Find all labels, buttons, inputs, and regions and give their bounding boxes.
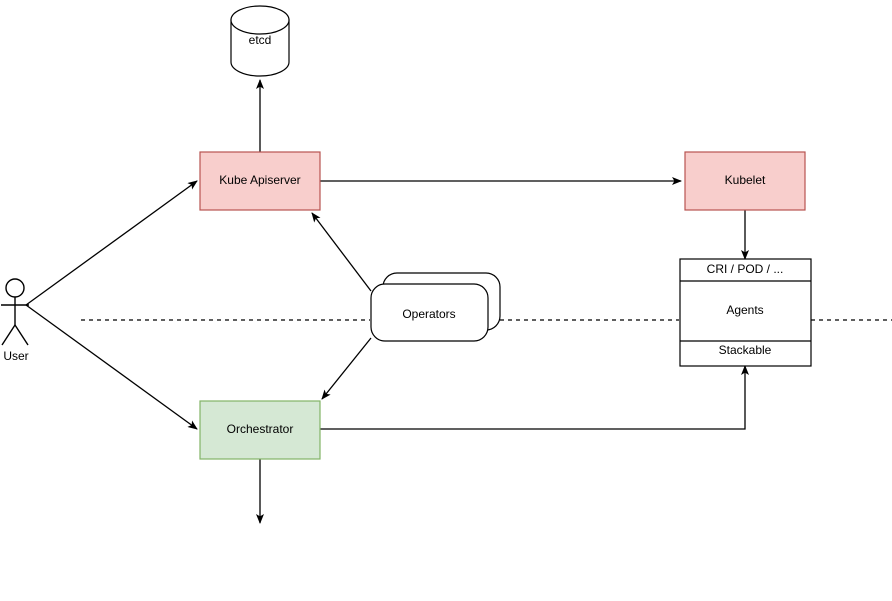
node-agents-cri-label: CRI / POD / ...: [707, 262, 784, 276]
node-agents-stack[interactable]: CRI / POD / ... Agents Stackable: [679, 258, 812, 367]
node-etcd[interactable]: etcd: [230, 5, 290, 77]
edge-operators-to-orchestrator: [321, 337, 372, 400]
node-agents-stackable-label: Stackable: [719, 343, 772, 357]
node-kube-apiserver-label: Kube Apiserver: [219, 173, 300, 187]
node-kubelet[interactable]: Kubelet: [684, 151, 806, 211]
node-operators[interactable]: Operators: [370, 272, 501, 342]
edge-user-to-kube-apiserver: [25, 180, 198, 306]
node-user-label: User: [3, 349, 28, 363]
node-kube-apiserver[interactable]: Kube Apiserver: [199, 151, 321, 211]
node-etcd-label: etcd: [249, 33, 272, 47]
node-kubelet-label: Kubelet: [725, 173, 766, 187]
node-orchestrator[interactable]: Orchestrator: [199, 400, 321, 460]
node-orchestrator-label: Orchestrator: [227, 422, 294, 436]
node-operators-label: Operators: [402, 307, 455, 321]
node-user[interactable]: User: [1, 278, 29, 363]
edge-orchestrator-to-stackable: [320, 365, 749, 430]
node-agents-label: Agents: [726, 303, 763, 317]
edge-operators-to-kube-apiserver: [311, 212, 372, 292]
edge-user-to-orchestrator: [25, 304, 198, 430]
